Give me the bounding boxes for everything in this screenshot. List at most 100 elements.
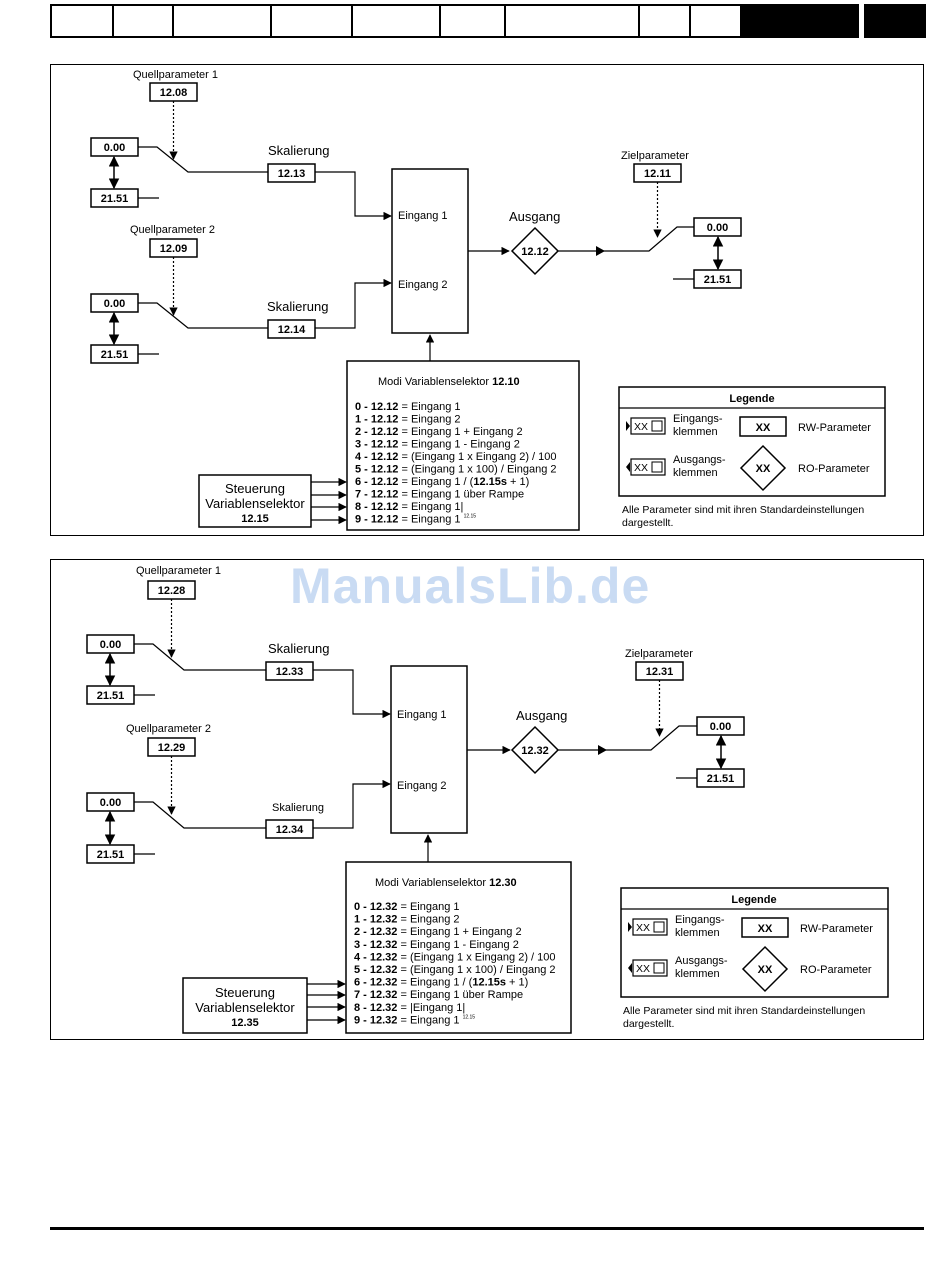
mode-row: 1 - 12.12 = Eingang 2: [355, 414, 461, 426]
input1-limit: 21.51: [101, 193, 129, 205]
legend-ro-label: RO-Parameter: [798, 463, 870, 475]
note-line2: dargestellt.: [623, 1018, 674, 1030]
source1-title: Quellparameter 1: [136, 565, 221, 577]
chapter-tab-active[interactable]: [864, 4, 926, 38]
control-box: [182, 977, 308, 1034]
note-line1: Alle Parameter sind mit ihren Standardei…: [622, 504, 864, 516]
input1-value: 0.00: [104, 142, 125, 154]
chapter-tab[interactable]: [50, 4, 114, 38]
chapter-tab[interactable]: [691, 4, 742, 38]
output-terminal-icon: [626, 462, 630, 472]
legend-output-line1: Ausgangs-: [673, 454, 726, 466]
svg-text:XX: XX: [756, 422, 771, 434]
mode-row: 0 - 12.12 = Eingang 1: [355, 401, 461, 413]
svg-text:XX: XX: [636, 963, 650, 975]
input2-limit: 21.51: [97, 849, 125, 861]
chapter-tab[interactable]: [640, 4, 691, 38]
svg-text:XX: XX: [758, 923, 773, 935]
variable-selector-block: [391, 168, 469, 334]
legend-output-line1: Ausgangs-: [675, 955, 728, 967]
control-line1: Steuerung: [225, 481, 285, 496]
mode-title: Modi Variablenselektor 12.10: [378, 376, 520, 388]
dest-param: 12.31: [646, 666, 674, 678]
dest-title: Zielparameter: [625, 648, 693, 660]
mode-table-box: [345, 861, 572, 1034]
dest-title: Zielparameter: [621, 150, 689, 162]
source2-title: Quellparameter 2: [126, 723, 211, 735]
output-label: Ausgang: [516, 708, 567, 723]
output-terminal-icon: [628, 963, 632, 973]
scaling1-label: Skalierung: [268, 641, 329, 656]
mode-table-box: [346, 360, 580, 531]
block-input2-label: Eingang 2: [398, 279, 448, 291]
dest-value: 0.00: [710, 721, 731, 733]
control-line1: Steuerung: [215, 985, 275, 1000]
svg-text:XX: XX: [636, 922, 650, 934]
ro-parameter-symbol: [741, 945, 789, 993]
dest-value: 0.00: [707, 222, 728, 234]
mode-row: 5 - 12.32 = (Eingang 1 x 100) / Eingang …: [354, 964, 556, 976]
svg-text:XX: XX: [756, 463, 771, 475]
mode-row: 0 - 12.32 = Eingang 1: [354, 901, 460, 913]
footer-rule: [50, 1227, 924, 1230]
source1-param: 12.28: [158, 585, 186, 597]
mode-row: 8 - 12.32 = |Eingang 1|: [354, 1002, 465, 1014]
scaling1-param: 12.13: [278, 168, 306, 180]
mode-row: 7 - 12.12 = Eingang 1 über Rampe: [355, 489, 524, 501]
block-input2-label: Eingang 2: [397, 780, 447, 792]
mode-row: 9 - 12.12 = Eingang 1 12.15: [355, 514, 476, 526]
control-line2: Variablenselektor: [195, 1000, 295, 1015]
legend-output-line2: klemmen: [673, 467, 718, 479]
mode-row: 1 - 12.32 = Eingang 2: [354, 914, 460, 926]
note-line2: dargestellt.: [622, 517, 673, 529]
mode-list: 0 - 12.32 = Eingang 11 - 12.32 = Eingang…: [354, 901, 556, 1026]
legend-input-line2: klemmen: [675, 927, 720, 939]
chapter-tab[interactable]: [114, 4, 174, 38]
source2-param: 12.29: [158, 742, 186, 754]
mode-row: 2 - 12.12 = Eingang 1 + Eingang 2: [355, 426, 523, 438]
output-param: 12.12: [521, 246, 549, 258]
note-line1: Alle Parameter sind mit ihren Standardei…: [623, 1005, 865, 1017]
output-label: Ausgang: [509, 209, 560, 224]
block-input1-label: Eingang 1: [397, 709, 447, 721]
svg-text:XX: XX: [634, 421, 648, 433]
mode-row: 6 - 12.32 = Eingang 1 / (12.15s + 1): [354, 977, 528, 989]
mode-row: 6 - 12.12 = Eingang 1 / (12.15s + 1): [355, 476, 529, 488]
mode-row: 7 - 12.32 = Eingang 1 über Rampe: [354, 989, 523, 1001]
source2-title: Quellparameter 2: [130, 224, 215, 236]
mode-row: 4 - 12.32 = (Eingang 1 x Eingang 2) / 10…: [354, 951, 556, 963]
input2-value: 0.00: [104, 298, 125, 310]
scaling1-label: Skalierung: [268, 143, 329, 158]
rw-parameter-symbol: [739, 416, 787, 437]
variable-selector-diagram-1: Quellparameter 1 12.08 0.00 21.51 Skalie…: [50, 64, 924, 536]
dest-limit: 21.51: [704, 274, 732, 286]
chapter-tab[interactable]: [441, 4, 506, 38]
input-terminal-icon: [628, 922, 632, 932]
control-line2: Variablenselektor: [205, 496, 305, 511]
control-box: [198, 474, 312, 528]
chapter-tab-strip: [50, 4, 926, 38]
mode-row: 3 - 12.32 = Eingang 1 - Eingang 2: [354, 939, 519, 951]
chapter-tab[interactable]: [353, 4, 441, 38]
scaling1-param-box: [265, 661, 314, 681]
legend-input-line1: Eingangs-: [675, 914, 725, 926]
input2-value: 0.00: [100, 797, 121, 809]
scaling2-param-box: [265, 819, 314, 839]
chapter-tab-active[interactable]: [742, 4, 859, 38]
chapter-tab[interactable]: [506, 4, 640, 38]
output-param-diamond: [510, 226, 560, 276]
mode-row: 4 - 12.12 = (Eingang 1 x Eingang 2) / 10…: [355, 451, 557, 463]
mode-row: 5 - 12.12 = (Eingang 1 x 100) / Eingang …: [355, 464, 557, 476]
mode-row: 2 - 12.32 = Eingang 1 + Eingang 2: [354, 926, 522, 938]
mode-row: 9 - 12.32 = Eingang 1 12.15: [354, 1014, 475, 1026]
dest-param: 12.11: [644, 168, 671, 180]
chapter-tab[interactable]: [174, 4, 272, 38]
watermark: ManualsLib.de: [290, 558, 651, 614]
scaling2-label: Skalierung: [272, 802, 324, 814]
legend-ro-label: RO-Parameter: [800, 964, 872, 976]
legend-rw-label: RW-Parameter: [798, 422, 871, 434]
svg-text:XX: XX: [758, 964, 773, 976]
scaling1-param: 12.33: [276, 666, 304, 678]
chapter-tab[interactable]: [272, 4, 353, 38]
scaling2-label: Skalierung: [267, 299, 328, 314]
